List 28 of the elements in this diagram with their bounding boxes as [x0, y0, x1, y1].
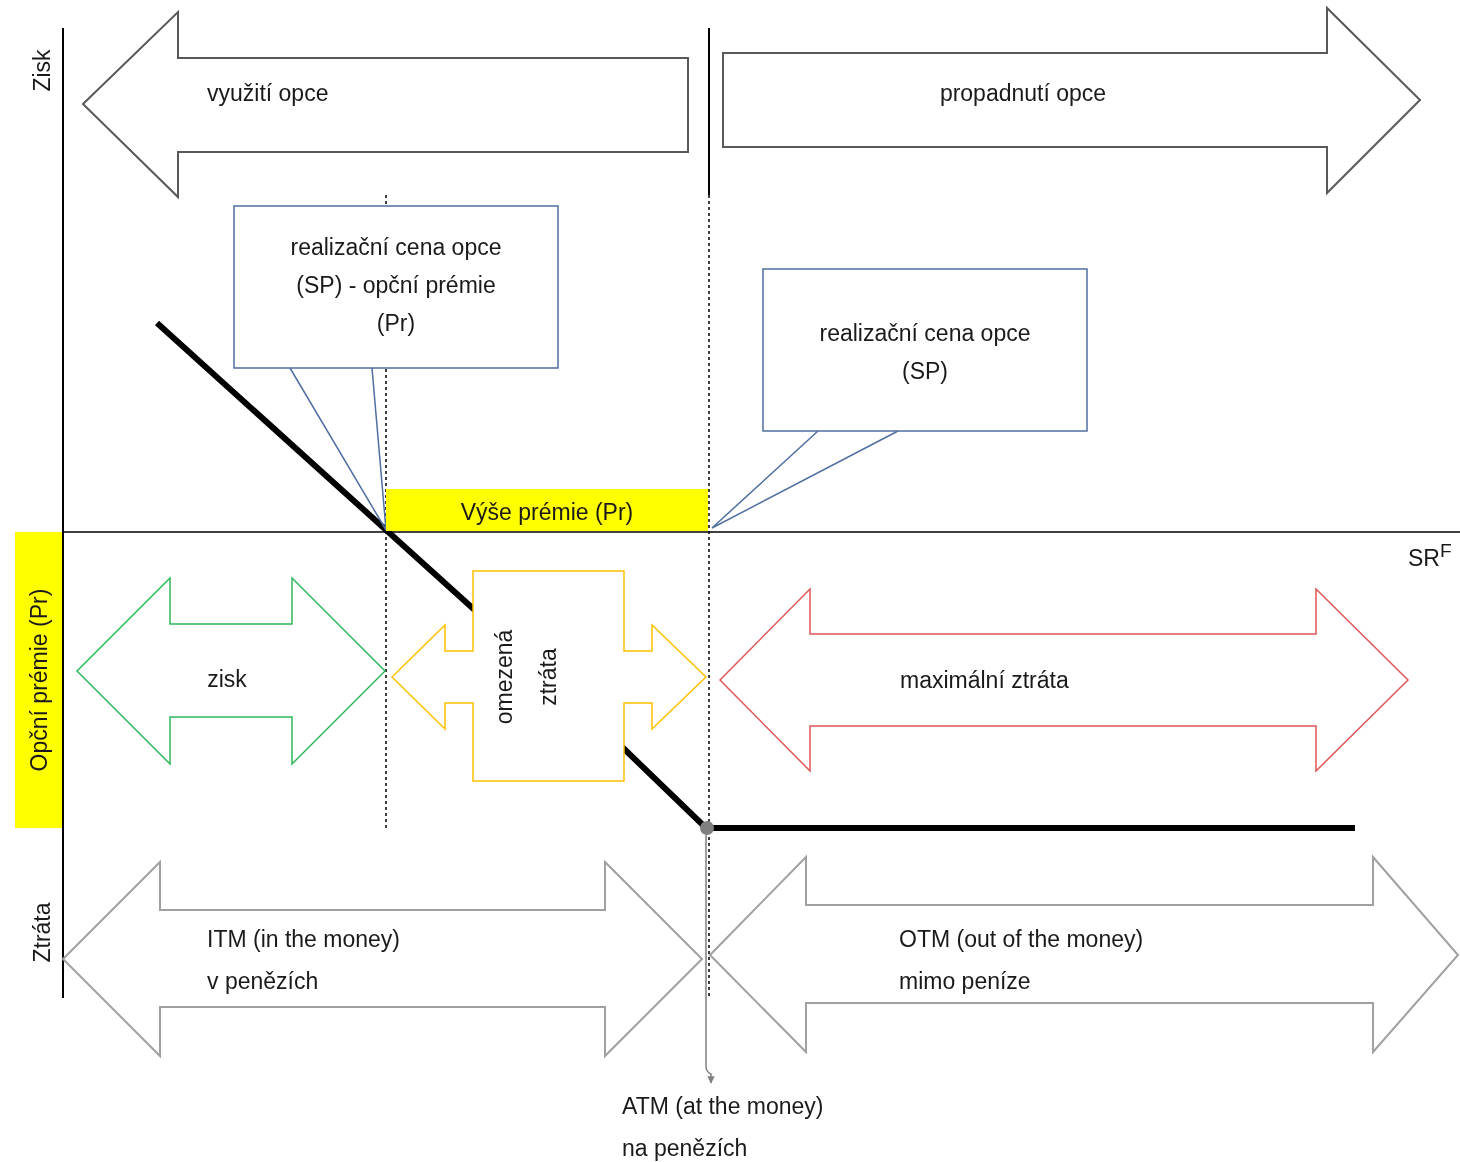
double-arrow-shape — [720, 589, 1408, 771]
axis-label: Zisk — [28, 48, 56, 92]
right-arrow-shape — [723, 8, 1420, 193]
left-arrow-shape — [83, 12, 688, 197]
annotation-text: ATM (at the money) na penězích — [622, 1092, 825, 1162]
callout-box — [763, 269, 1087, 431]
axis-label: Ztráta — [28, 901, 56, 963]
shape-label: zisk — [206, 665, 248, 694]
shape-label: Opční prémie (Pr) — [25, 587, 53, 774]
axis-label: SR$^{F}$ — [1408, 540, 1452, 572]
shape-label: maximální ztráta — [900, 666, 1070, 695]
highlight-band — [386, 489, 708, 531]
shape-label: realizační cena opce (SP) — [818, 319, 1032, 386]
point-marker — [700, 821, 714, 835]
double-arrow-shape — [710, 857, 1458, 1052]
shape-label: OTM (out of the money) mimo peníze — [899, 925, 1145, 996]
cross-arrow-shape — [392, 571, 706, 781]
shape-label: Výše prémie (Pr) — [459, 498, 635, 527]
shape-label: omezená ztráta — [490, 628, 562, 727]
highlight-band — [15, 532, 62, 828]
shape-label: ITM (in the money) v penězích — [207, 925, 401, 996]
callout-box — [234, 206, 558, 368]
double-arrow-shape — [77, 578, 385, 764]
shape-label: propadnutí opce — [938, 79, 1108, 108]
shape-label: využití opce — [207, 79, 330, 108]
arrow — [705, 834, 715, 1084]
double-arrow-shape — [63, 862, 702, 1056]
shape-label: realizační cena opce (SP) - opční prémie (Pr) — [289, 233, 503, 338]
